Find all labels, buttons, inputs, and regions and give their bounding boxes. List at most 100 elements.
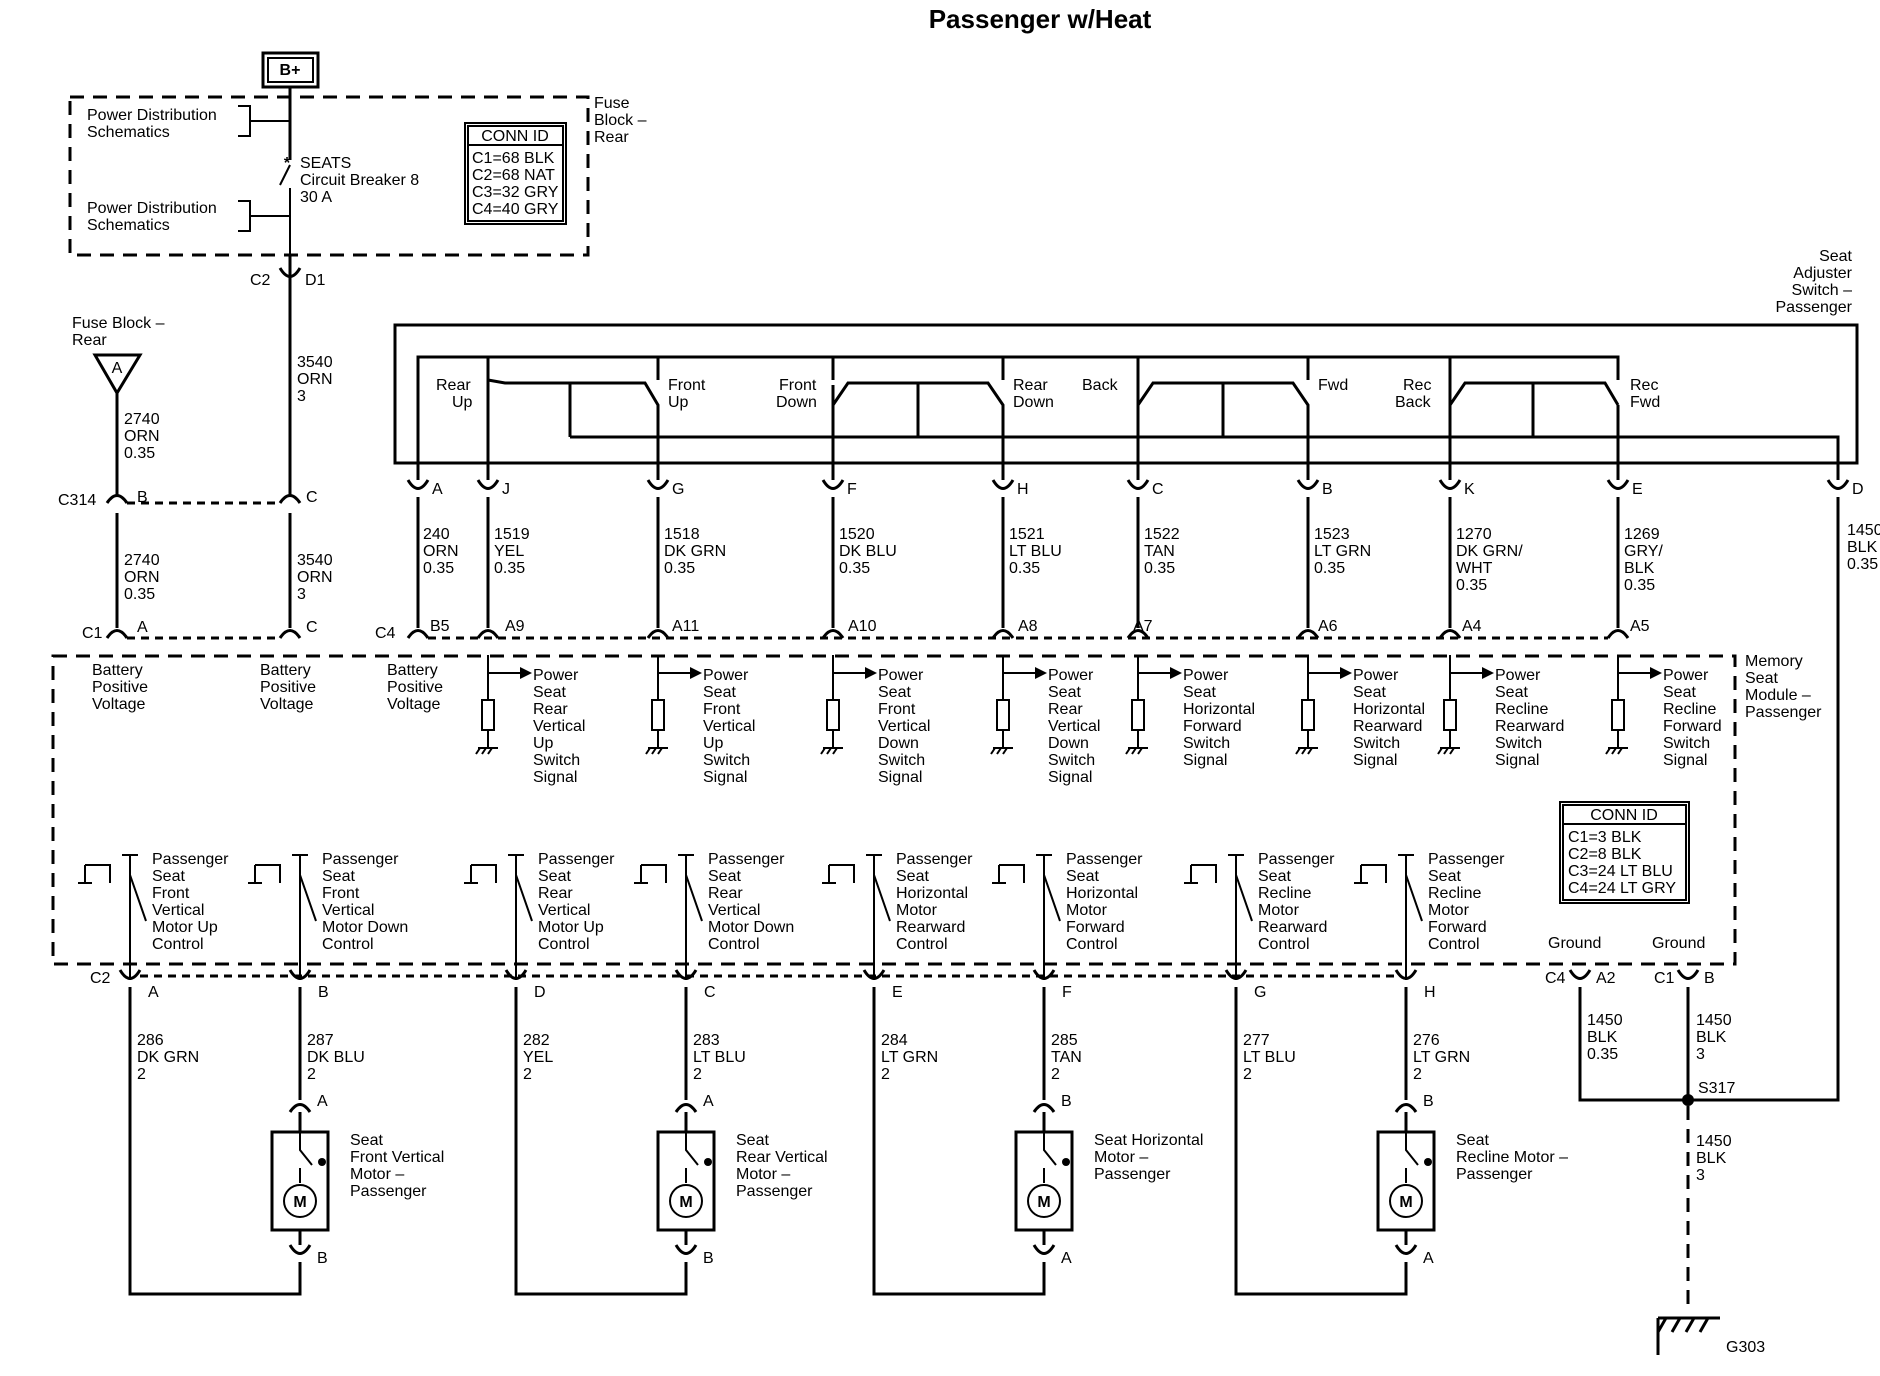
svg-text:Seat: Seat: [1819, 248, 1852, 265]
svg-text:1450: 1450: [1847, 522, 1880, 539]
c1-c4-connector-row: C1 A C C4 B5 A9 A11 A10 A8 A7 A6 A4 A5: [82, 618, 1650, 642]
ground-label-a2: Ground: [1548, 935, 1601, 952]
svg-text:Battery: Battery: [260, 662, 311, 679]
svg-text:B: B: [137, 489, 148, 506]
svg-text:Front: Front: [703, 701, 741, 718]
svg-text:Vertical: Vertical: [878, 718, 930, 735]
svg-text:Rec: Rec: [1403, 377, 1431, 394]
svg-text:2: 2: [693, 1066, 702, 1083]
svg-text:Switch –: Switch –: [1792, 282, 1853, 299]
motor-wire-labels: 286 DK GRN 2 287 DK BLU 2 282 YEL 2 283 …: [137, 1032, 1470, 1083]
svg-text:Signal: Signal: [1183, 752, 1227, 769]
circuit-breaker-icon: [279, 164, 291, 260]
svg-text:Fuse Block –: Fuse Block –: [72, 315, 165, 332]
svg-text:M: M: [1037, 1194, 1050, 1211]
svg-text:Seat: Seat: [1066, 868, 1099, 885]
svg-text:Positive: Positive: [387, 679, 443, 696]
wire-3540-top-label: 3540 ORN 3: [297, 354, 333, 405]
svg-text:Voltage: Voltage: [260, 696, 313, 713]
svg-text:Rear: Rear: [708, 885, 743, 902]
wire-2740-lower-label: 2740 ORN 0.35: [124, 552, 160, 603]
svg-text:Front: Front: [668, 377, 706, 394]
svg-text:Front: Front: [878, 701, 916, 718]
svg-text:Motor –: Motor –: [1094, 1149, 1148, 1166]
svg-text:LT GRN: LT GRN: [881, 1049, 938, 1066]
svg-text:C1=3 BLK: C1=3 BLK: [1568, 829, 1642, 846]
svg-text:Control: Control: [1428, 936, 1480, 953]
svg-text:C1=68 BLK: C1=68 BLK: [472, 150, 555, 167]
svg-text:Switch: Switch: [878, 752, 925, 769]
fuse-block-rear-box: [68, 95, 590, 257]
svg-text:Front: Front: [152, 885, 190, 902]
svg-text:Rear Vertical: Rear Vertical: [736, 1149, 828, 1166]
svg-text:0.35: 0.35: [1847, 556, 1878, 573]
svg-text:1450: 1450: [1587, 1012, 1623, 1029]
fuse-block-rear-a: Fuse Block – Rear A: [72, 315, 165, 396]
svg-text:C: C: [1152, 481, 1164, 498]
svg-text:A: A: [703, 1093, 714, 1110]
svg-text:Vertical: Vertical: [533, 718, 585, 735]
svg-text:Power: Power: [533, 667, 579, 684]
svg-text:Seat Horizontal: Seat Horizontal: [1094, 1132, 1203, 1149]
svg-text:Horizontal: Horizontal: [1066, 885, 1138, 902]
svg-text:A: A: [112, 360, 123, 377]
svg-text:A7: A7: [1133, 618, 1153, 635]
svg-text:Schematics: Schematics: [87, 217, 170, 234]
svg-text:1450: 1450: [1696, 1012, 1732, 1029]
svg-text:3: 3: [297, 388, 306, 405]
svg-text:B: B: [317, 1250, 328, 1267]
svg-text:Seat: Seat: [703, 684, 736, 701]
motor-horizontal: M B A Seat Horizontal Motor – Passenger: [1014, 1093, 1203, 1267]
svg-text:Fwd: Fwd: [1318, 377, 1348, 394]
svg-text:Forward: Forward: [1428, 919, 1487, 936]
svg-text:Seat: Seat: [878, 684, 911, 701]
svg-text:0.35: 0.35: [1624, 577, 1655, 594]
svg-text:Forward: Forward: [1183, 718, 1242, 735]
svg-text:Seat: Seat: [322, 868, 355, 885]
svg-text:2: 2: [1051, 1066, 1060, 1083]
svg-text:Power: Power: [1353, 667, 1399, 684]
svg-text:K: K: [1464, 481, 1475, 498]
svg-text:Power Distribution: Power Distribution: [87, 107, 217, 124]
svg-text:Horizontal: Horizontal: [1353, 701, 1425, 718]
svg-text:A9: A9: [505, 618, 525, 635]
svg-text:3: 3: [297, 586, 306, 603]
svg-text:Rear: Rear: [1013, 377, 1048, 394]
svg-text:F: F: [1062, 984, 1072, 1001]
svg-text:B5: B5: [430, 618, 450, 635]
svg-text:Recline: Recline: [1663, 701, 1716, 718]
c2-label: C2: [250, 272, 271, 289]
svg-text:Switch: Switch: [533, 752, 580, 769]
svg-text:Seat: Seat: [896, 868, 929, 885]
svg-text:Motor Up: Motor Up: [152, 919, 218, 936]
svg-text:A: A: [432, 481, 443, 498]
svg-text:CONN ID: CONN ID: [1590, 807, 1658, 824]
svg-text:G303: G303: [1726, 1339, 1765, 1356]
svg-text:Seat: Seat: [152, 868, 185, 885]
svg-text:YEL: YEL: [494, 543, 524, 560]
svg-text:Up: Up: [452, 394, 473, 411]
memory-seat-module-box: [51, 654, 1737, 966]
svg-text:Rear: Rear: [72, 332, 107, 349]
svg-text:LT BLU: LT BLU: [1243, 1049, 1296, 1066]
svg-text:D: D: [1852, 481, 1864, 498]
svg-text:0.35: 0.35: [1009, 560, 1040, 577]
svg-text:Circuit Breaker 8: Circuit Breaker 8: [300, 172, 419, 189]
d1-label: D1: [305, 272, 326, 289]
svg-text:Memory: Memory: [1745, 653, 1803, 670]
svg-text:1450: 1450: [1696, 1133, 1732, 1150]
svg-text:Control: Control: [1258, 936, 1310, 953]
svg-text:Schematics: Schematics: [87, 124, 170, 141]
control-labels: Passenger Seat Front Vertical Motor Up C…: [152, 851, 1505, 953]
conn-id-table-module: CONN ID C1=3 BLK C2=8 BLK C3=24 LT BLU C…: [1559, 801, 1690, 904]
svg-text:H: H: [1424, 984, 1436, 1001]
svg-text:Motor Down: Motor Down: [708, 919, 794, 936]
svg-text:Switch: Switch: [703, 752, 750, 769]
svg-text:DK BLU: DK BLU: [839, 543, 897, 560]
svg-text:Control: Control: [1066, 936, 1118, 953]
svg-text:A6: A6: [1318, 618, 1338, 635]
wire-2740-label: 2740 ORN 0.35: [124, 411, 160, 462]
svg-text:Seat: Seat: [350, 1132, 383, 1149]
svg-text:Positive: Positive: [260, 679, 316, 696]
b-plus-label: B+: [280, 62, 301, 79]
